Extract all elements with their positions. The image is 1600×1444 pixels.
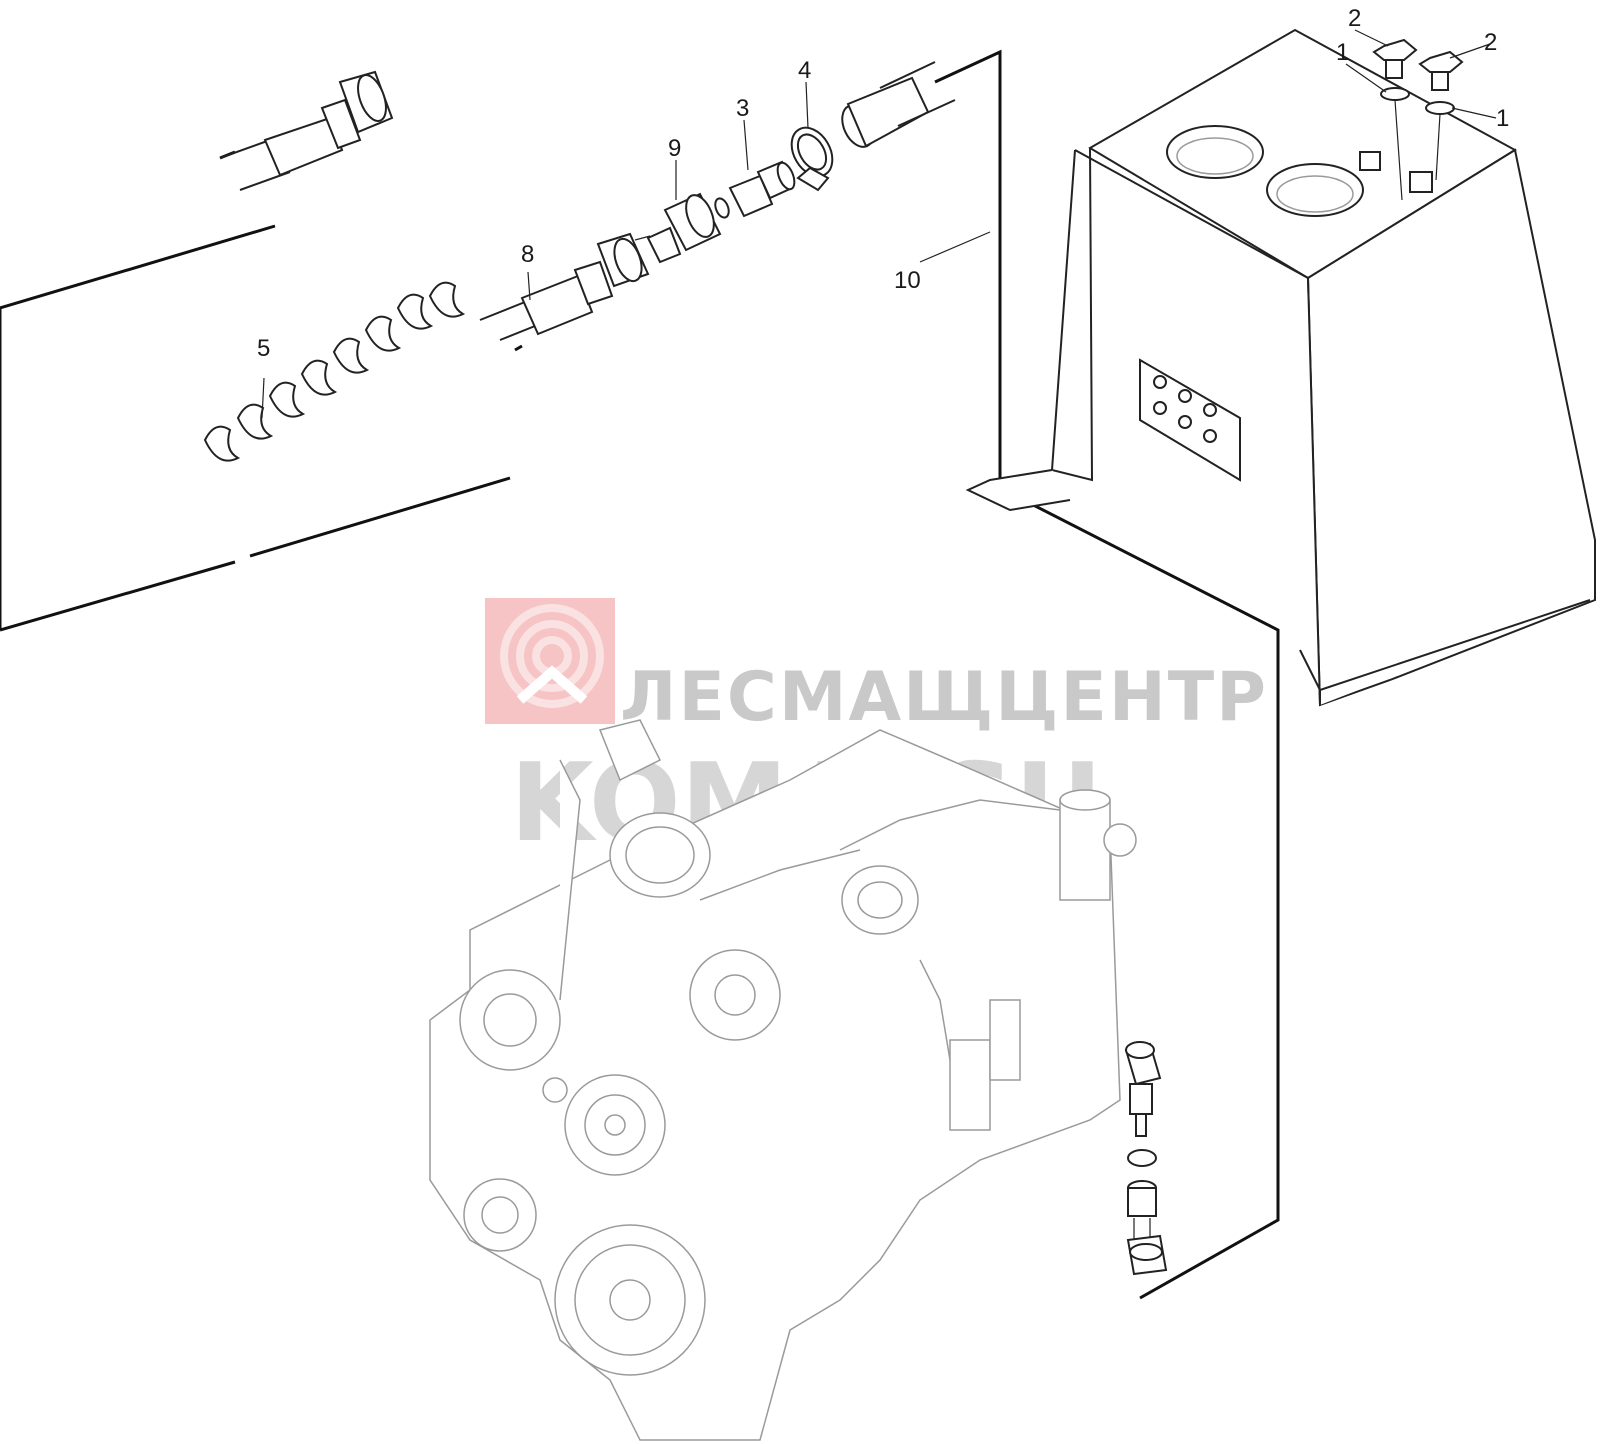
callout-2-right: 2 bbox=[1484, 29, 1497, 56]
adapter-fitting-9 bbox=[634, 192, 722, 264]
spiral-hose-guard bbox=[203, 281, 466, 462]
callout-2-left: 2 bbox=[1348, 5, 1361, 32]
hose-fitting-top bbox=[219, 70, 394, 191]
callout-9: 9 bbox=[668, 135, 681, 162]
washer-1-right bbox=[1425, 101, 1455, 115]
callout-1-right: 1 bbox=[1496, 105, 1509, 132]
callout-4: 4 bbox=[798, 57, 811, 84]
callout-1-left: 1 bbox=[1336, 39, 1349, 66]
engine-illustration bbox=[429, 719, 1137, 1441]
engine-mount-frame bbox=[965, 28, 1596, 707]
washer-1-left bbox=[1380, 87, 1410, 101]
watermark-logo-icon bbox=[500, 604, 604, 708]
callout-3: 3 bbox=[736, 95, 749, 122]
leader-lines bbox=[261, 29, 1497, 419]
callout-8: 8 bbox=[521, 241, 534, 268]
nipple-fitting-3 bbox=[714, 160, 796, 219]
watermark-company-text: ЛЕСМАЩЦЕНТР bbox=[620, 658, 1268, 737]
lower-hose-connector bbox=[1124, 1041, 1168, 1276]
hose-lower-fitting bbox=[479, 232, 650, 341]
bolt-2-left bbox=[1372, 38, 1418, 79]
bolt-2-right bbox=[1418, 50, 1464, 91]
callout-10: 10 bbox=[894, 267, 921, 294]
hose-clamp-4 bbox=[790, 126, 834, 192]
hose-sleeve bbox=[841, 61, 956, 148]
callout-5: 5 bbox=[257, 335, 270, 362]
assembly-group-outline bbox=[0, 49, 1280, 1300]
callout-labels: 1 1 2 2 3 4 5 8 9 10 bbox=[257, 5, 1509, 362]
